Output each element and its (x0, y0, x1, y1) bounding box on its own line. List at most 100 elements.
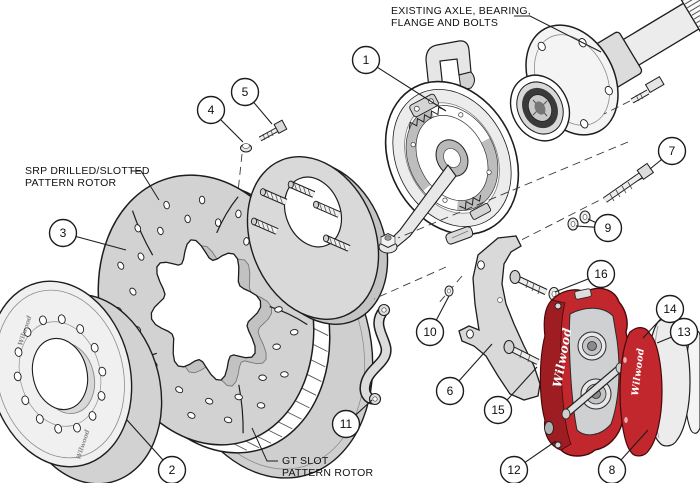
rotor-drill-hole (134, 224, 142, 233)
rotor-drill-hole (234, 393, 243, 401)
hat-bolt (258, 119, 288, 142)
callout-circle (483, 395, 513, 425)
hat-hole (35, 414, 44, 424)
rotor-drill-hole (258, 374, 267, 381)
callout-circle (669, 317, 699, 347)
flange-bolt-hole (580, 119, 589, 129)
bleed-screw (554, 302, 562, 310)
callout-1: 1 (351, 45, 447, 112)
callout-circle (657, 136, 687, 166)
cable-clamp (445, 226, 474, 245)
rotor-vane-tick (276, 420, 293, 430)
hat-hole (14, 347, 23, 357)
hat-hole (88, 411, 97, 421)
callout-number: 6 (447, 384, 454, 398)
rotor-drill-hole (214, 218, 222, 227)
rotor-center-scallop (150, 239, 262, 381)
hub-adapter (246, 156, 389, 325)
callout-circle (196, 95, 226, 125)
axle-assembly (509, 0, 700, 142)
rotor-drill-hole (198, 195, 206, 205)
wheel-stud (322, 234, 351, 252)
callout-number: 4 (208, 103, 215, 117)
rotor-drill-hole (280, 371, 289, 378)
callout-15: 15 (483, 366, 538, 425)
rotor-slot (269, 306, 308, 326)
callout-14: 14 (642, 294, 685, 339)
callout-circle (157, 455, 187, 483)
flange-bolt-hole (537, 41, 546, 52)
callout-2: 2 (126, 419, 187, 483)
rotor-vane-tick (285, 410, 302, 420)
adjuster (469, 203, 492, 220)
label-axle: EXISTING AXLE, BEARING,FLANGE AND BOLTS (391, 5, 602, 53)
axle-flange-bolt (630, 75, 665, 104)
callout-number: 5 (242, 85, 249, 99)
callout-4: 4 (196, 95, 244, 143)
rotor-vane-tick (311, 343, 328, 352)
callout-number: 9 (605, 221, 612, 235)
callout-7: 7 (649, 136, 687, 170)
callout-circle (586, 259, 616, 289)
callout-8: 8 (597, 429, 649, 483)
rotor-drill-hole (272, 343, 281, 350)
rotor-slot (131, 210, 154, 256)
callout-number: 1 (363, 53, 370, 67)
hat-hole (13, 371, 22, 382)
callout-number: 7 (669, 144, 676, 158)
parking-cable-bracket (359, 303, 392, 406)
hat-hole (54, 424, 63, 434)
callout-number: 14 (663, 302, 677, 316)
brake-shoes (406, 105, 498, 211)
rotor-slot (216, 196, 239, 234)
flange-bolt-hole (604, 85, 613, 96)
hat-hole (39, 315, 47, 326)
hat-nut (240, 143, 252, 153)
bracket-stud-upper (509, 270, 548, 295)
hat-hole (21, 395, 30, 406)
callout-3: 3 (48, 218, 127, 251)
rotor-drill-hole (256, 402, 266, 409)
shim-washer (444, 285, 454, 297)
wheel-stud (313, 200, 341, 218)
callout-6: 6 (435, 343, 493, 406)
return-spring (408, 106, 445, 129)
lower-spring (459, 194, 482, 210)
axle-spline (679, 0, 700, 35)
callout-circle (655, 294, 685, 324)
hat-hole (98, 366, 107, 377)
axle-bearing (509, 74, 571, 142)
callout-number: 3 (60, 226, 67, 240)
callout-number: 2 (169, 463, 176, 477)
callout-circle (597, 455, 627, 483)
rotor-drill-hole (235, 209, 242, 219)
callout-5: 5 (230, 77, 273, 125)
caliper-bolt-washers (567, 210, 591, 231)
wheel-stud (259, 188, 288, 206)
rotor-drill-hole (184, 214, 191, 224)
rotor-drill-hole (187, 412, 196, 419)
callout-circle (351, 45, 381, 75)
label-text: EXISTING AXLE, BEARING,FLANGE AND BOLTS (391, 5, 531, 29)
callout-11: 11 (331, 399, 373, 439)
bracket-stud-lower (503, 340, 540, 365)
rotor-drill-hole (163, 200, 170, 210)
rotor-drill-hole (205, 397, 214, 405)
callout-number: 16 (594, 267, 608, 281)
rotor-drill-hole (137, 252, 145, 261)
hat-hole (97, 391, 106, 401)
rotor-drill-hole (175, 386, 184, 394)
callout-13: 13 (656, 317, 699, 347)
backing-plate-assembly (384, 40, 520, 251)
callout-9: 9 (575, 213, 623, 243)
rotor-drill-hole (129, 287, 137, 296)
callout-number: 15 (491, 403, 505, 417)
rotor-slot (238, 384, 244, 434)
rotor-vane-tick (293, 399, 310, 409)
rotor-vane-tick (305, 373, 322, 382)
wheel-stud (250, 217, 279, 235)
